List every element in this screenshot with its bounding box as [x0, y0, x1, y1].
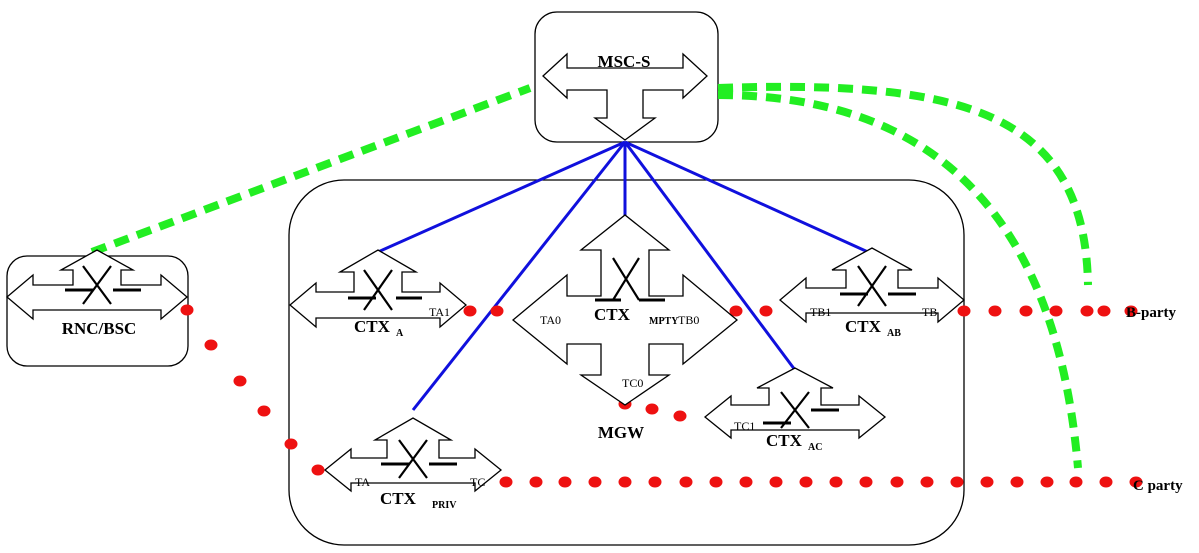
bearer-dot	[1019, 305, 1033, 317]
bearer-dot	[673, 410, 687, 422]
bearer-dot	[799, 476, 813, 488]
ctx-a-symbol	[288, 249, 468, 329]
ctx-a-sub: A	[396, 328, 404, 339]
msc-label: MSC-S	[598, 52, 651, 71]
bearer-dot	[1040, 476, 1054, 488]
bearer-dot	[980, 476, 994, 488]
bearer-dot	[859, 476, 873, 488]
bearer-dot	[558, 476, 572, 488]
ctx-priv-sub: PRIV	[432, 500, 457, 511]
ctx-priv-label: CTX	[380, 489, 417, 508]
bearer-dot	[463, 305, 477, 317]
ctx-ac-term1: TC1	[734, 419, 755, 433]
ctx-mpty-symbol	[511, 214, 739, 406]
bearer-dot	[920, 476, 934, 488]
ctx-a-label: CTX	[354, 317, 391, 336]
ctx-ab-term2: TB	[922, 305, 937, 319]
bearer-dot	[490, 305, 504, 317]
ctx-a-term: TA1	[429, 305, 450, 319]
bearer-dot	[769, 476, 783, 488]
bearer-dot	[588, 476, 602, 488]
ctx-ab-term1: TB1	[810, 305, 831, 319]
bearer-dot	[648, 476, 662, 488]
ctx-priv-term1: TA	[355, 475, 370, 489]
bearer-dot	[1010, 476, 1024, 488]
bearer-dot	[284, 438, 298, 450]
ctx-ac-label: CTX	[766, 431, 803, 450]
bearer-dot	[618, 476, 632, 488]
b-party-label: B-party	[1126, 305, 1176, 321]
bearer-dot	[257, 405, 271, 417]
ctx-mpty-sub: MPTY	[649, 316, 679, 327]
bearer-dot	[759, 305, 773, 317]
bearer-dot	[1129, 476, 1143, 488]
bearer-dot	[988, 305, 1002, 317]
bearer-dot	[679, 476, 693, 488]
bearer-dot	[311, 464, 325, 476]
rnc-symbol	[5, 249, 189, 321]
bearer-dot	[1099, 476, 1113, 488]
bearer-dot	[204, 339, 218, 351]
bearer-dot	[233, 375, 247, 387]
bearer-dot	[739, 476, 753, 488]
control-links	[377, 140, 869, 411]
bearer-dot	[180, 304, 194, 316]
ctx-ab-symbol	[778, 247, 966, 324]
bearer-dot	[729, 305, 743, 317]
bearer-dot	[950, 476, 964, 488]
c-party-label: C party	[1133, 478, 1183, 494]
bearer-dot	[529, 476, 543, 488]
signalling-links	[90, 82, 1092, 469]
bearer-dot	[829, 476, 843, 488]
ctx-ac-sub: AC	[808, 442, 822, 453]
mgw-label: MGW	[598, 423, 644, 442]
bearer-dot	[1049, 305, 1063, 317]
ctx-priv-symbol	[323, 417, 503, 493]
bearer-dot	[1080, 305, 1094, 317]
ctx-mpty-term-a: TA0	[540, 313, 561, 327]
bearer-paths	[180, 304, 1143, 488]
bearer-dot	[1124, 305, 1138, 317]
msc-symbol	[542, 52, 708, 141]
bearer-dot	[890, 476, 904, 488]
ctx-priv-term2: TC	[470, 475, 485, 489]
ctx-ac-symbol	[703, 367, 887, 440]
ctx-mpty-term-b: TB0	[678, 313, 699, 327]
bearer-dot	[645, 403, 659, 415]
ctx-mpty-label: CTX	[594, 305, 631, 324]
bearer-dot	[709, 476, 723, 488]
rnc-label: RNC/BSC	[62, 319, 137, 338]
ctx-mpty-term-c: TC0	[622, 376, 643, 390]
ctx-ab-sub: AB	[887, 328, 901, 339]
bearer-dot	[1069, 476, 1083, 488]
ctx-ab-label: CTX	[845, 317, 882, 336]
bearer-dot	[1097, 305, 1111, 317]
bearer-dot	[499, 476, 513, 488]
bearer-dot	[957, 305, 971, 317]
